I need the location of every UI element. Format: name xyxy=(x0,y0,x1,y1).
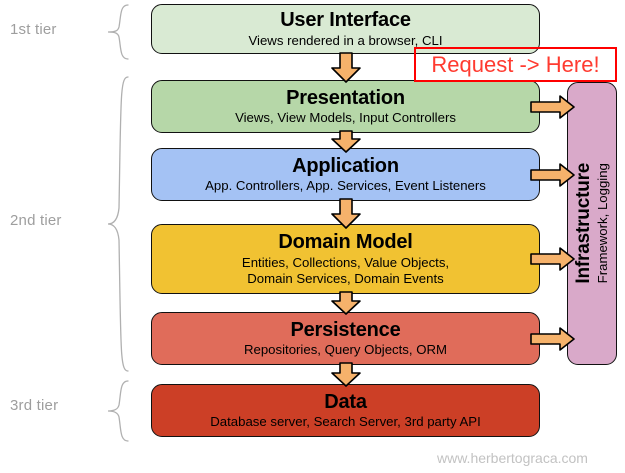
layer-presentation[interactable]: Presentation Views, View Models, Input C… xyxy=(151,80,540,133)
infrastructure-title: Infrastructure xyxy=(572,163,594,284)
layer-subtitle: Views, View Models, Input Controllers xyxy=(235,110,456,126)
brace-3rd-tier xyxy=(104,380,130,442)
layer-subtitle-line2: Domain Services, Domain Events xyxy=(247,270,444,286)
layer-title: Application xyxy=(292,154,399,177)
tier-label-1st: 1st tier xyxy=(10,21,57,38)
down-arrow-presentation-to-application xyxy=(330,130,362,153)
infrastructure-box[interactable]: Infrastructure Framework, Logging xyxy=(567,82,617,365)
brace-2nd-tier xyxy=(104,76,130,372)
layer-subtitle: Views rendered in a browser, CLI xyxy=(248,32,443,48)
layer-application[interactable]: Application App. Controllers, App. Servi… xyxy=(151,148,540,201)
layer-data[interactable]: Data Database server, Search Server, 3rd… xyxy=(151,384,540,437)
right-arrow-presentation-to-infrastructure xyxy=(530,95,575,119)
right-arrow-persistence-to-infrastructure xyxy=(530,327,575,351)
down-arrow-persistence-to-data xyxy=(330,362,362,387)
layer-subtitle: App. Controllers, App. Services, Event L… xyxy=(205,178,486,194)
down-arrow-ui-to-presentation xyxy=(330,52,362,83)
tier-label-2nd: 2nd tier xyxy=(10,212,62,229)
down-arrow-domain-to-persistence xyxy=(330,291,362,315)
right-arrow-application-to-infrastructure xyxy=(530,163,575,187)
layer-user-interface[interactable]: User Interface Views rendered in a brows… xyxy=(151,4,540,54)
layer-domain-model[interactable]: Domain Model Entities, Collections, Valu… xyxy=(151,224,540,294)
tier-label-3rd: 3rd tier xyxy=(10,397,59,414)
layer-subtitle-line1: Entities, Collections, Value Objects, xyxy=(241,254,450,270)
down-arrow-application-to-domain xyxy=(330,198,362,229)
layer-title: Persistence xyxy=(290,318,401,341)
layer-title: Domain Model xyxy=(278,231,413,254)
right-arrow-domain-to-infrastructure xyxy=(530,247,575,271)
watermark: www.herbertograca.com xyxy=(437,450,588,466)
layer-title: Presentation xyxy=(286,86,405,109)
brace-1st-tier xyxy=(104,4,130,60)
layer-subtitle: Database server, Search Server, 3rd part… xyxy=(210,414,481,430)
annotation-text: Request -> Here! xyxy=(431,51,600,77)
layer-persistence[interactable]: Persistence Repositories, Query Objects,… xyxy=(151,312,540,365)
layer-title: Data xyxy=(324,390,367,413)
annotation-request-here: Request -> Here! xyxy=(414,47,617,82)
layer-title: User Interface xyxy=(280,9,411,32)
layer-subtitle: Repositories, Query Objects, ORM xyxy=(243,342,447,358)
infrastructure-subtitle: Framework, Logging xyxy=(594,163,610,284)
